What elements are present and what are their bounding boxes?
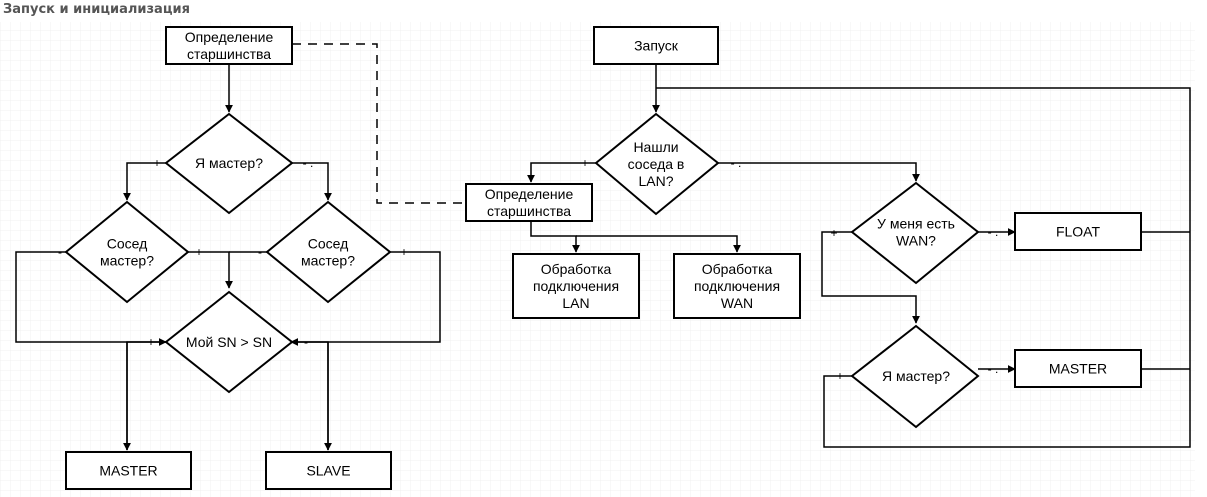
edge-label-plus: + (400, 245, 407, 259)
edge-loop-back (656, 87, 1191, 448)
master-right-box (1014, 349, 1142, 388)
node-label-master-right: MASTER (1049, 361, 1107, 377)
edge-seniority-to-wan (576, 235, 741, 253)
node-label-i-master-right: Я мастер? (882, 368, 950, 384)
shapes (64, 26, 1142, 490)
edge-havewan-plus (821, 231, 920, 324)
neighbor-master-mid-diamond (265, 200, 392, 304)
node-label-slave-bottom: SLAVE (306, 463, 350, 479)
edge-neighbor-left-minus (15, 251, 167, 346)
node-label-start: Запуск (634, 38, 679, 54)
found-neighbor-diamond (594, 112, 720, 216)
edge-label-plus: + (836, 369, 843, 383)
edge-neighbor-mid-plus (290, 251, 441, 346)
edge-labels: + - . - + - + + - + - . + - . + - . (58, 156, 998, 383)
have-wan-diamond (850, 181, 980, 285)
edge-label-minus-dot: - . (988, 225, 999, 239)
edge-imaster-plus (123, 162, 166, 201)
edge-dashed-seniority-link (292, 43, 466, 204)
edge-label-plus: + (153, 156, 160, 170)
edge-label-plus: + (147, 335, 154, 349)
seniority-mid-box (465, 183, 593, 222)
edge-label-minus: - (304, 335, 308, 349)
edge-label-minus: - (258, 245, 262, 259)
node-label-master-bottom: MASTER (99, 463, 157, 479)
wan-handling-box (673, 253, 801, 319)
master-bottom-box (65, 451, 192, 490)
i-master-right-diamond (850, 324, 980, 429)
edge-label-plus: + (830, 226, 837, 240)
edge-found-plus (527, 162, 596, 183)
lan-handling-box (512, 253, 640, 319)
seniority-left-box (165, 26, 293, 65)
float-box (1014, 212, 1142, 251)
edges (15, 43, 1191, 451)
edge-seniority-to-lan (530, 221, 580, 253)
edge-found-minus (718, 162, 920, 182)
start-box (593, 26, 719, 65)
node-label-i-master-left: Я мастер? (195, 155, 263, 171)
slave-bottom-box (265, 451, 392, 490)
edge-label-plus: + (581, 156, 588, 170)
i-master-left-diamond (164, 112, 294, 215)
edge-label-minus: - (58, 245, 62, 259)
edge-label-plus: + (195, 245, 202, 259)
neighbor-master-left-diamond (64, 200, 190, 304)
edge-label-minus-dot: - . (303, 156, 314, 170)
node-label-float: FLOAT (1056, 224, 1101, 240)
my-sn-diamond (164, 290, 294, 394)
edge-imaster-minus (292, 162, 332, 201)
edge-label-minus-dot: - . (731, 156, 742, 170)
page-title: Запуск и инициализация (3, 2, 190, 17)
node-label-my-sn: Мой SN > SN (186, 334, 272, 350)
edge-label-minus-dot: - . (988, 362, 999, 376)
